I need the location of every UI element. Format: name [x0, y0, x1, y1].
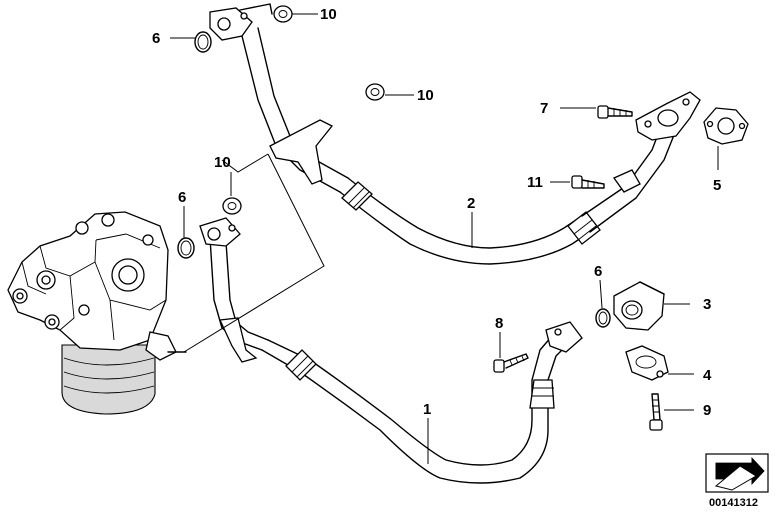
callout-9: 9	[703, 402, 711, 419]
callout-10-lower: 10	[214, 154, 231, 171]
grommet-middle	[365, 83, 385, 101]
callout-10-middle: 10	[417, 87, 434, 104]
gasket-4	[625, 345, 669, 381]
o-ring-right	[595, 308, 611, 328]
o-ring-left	[177, 237, 195, 259]
oil-filter-housing	[7, 211, 187, 415]
callout-8: 8	[495, 315, 503, 332]
bolt-9	[649, 393, 663, 431]
callout-6-right: 6	[594, 263, 602, 280]
callout-5: 5	[713, 177, 721, 194]
callout-4: 4	[703, 367, 712, 384]
bolt-8	[493, 353, 529, 373]
callout-7: 7	[540, 100, 548, 117]
reference-box	[705, 453, 769, 493]
callout-10-top: 10	[320, 6, 337, 23]
grommet-top	[273, 5, 293, 23]
grommet-lower	[222, 197, 242, 215]
callout-6-left: 6	[178, 189, 186, 206]
oil-pipe-1	[209, 237, 583, 484]
callout-1: 1	[423, 401, 431, 418]
callout-3: 3	[703, 296, 711, 313]
diagram-code: 00141312	[709, 497, 758, 509]
assembly-reference-lines	[183, 153, 325, 353]
bolt-11	[571, 175, 605, 189]
leader-lines	[170, 13, 719, 464]
gasket-5	[703, 107, 749, 145]
callout-11: 11	[527, 174, 543, 191]
oil-pipe-2	[209, 3, 701, 265]
callout-6-top: 6	[152, 30, 160, 47]
pipe-1-flange	[199, 217, 241, 247]
flange-fitting-3	[613, 281, 665, 331]
bolt-7	[597, 105, 633, 119]
callout-2: 2	[467, 195, 475, 212]
o-ring-top	[194, 31, 212, 53]
